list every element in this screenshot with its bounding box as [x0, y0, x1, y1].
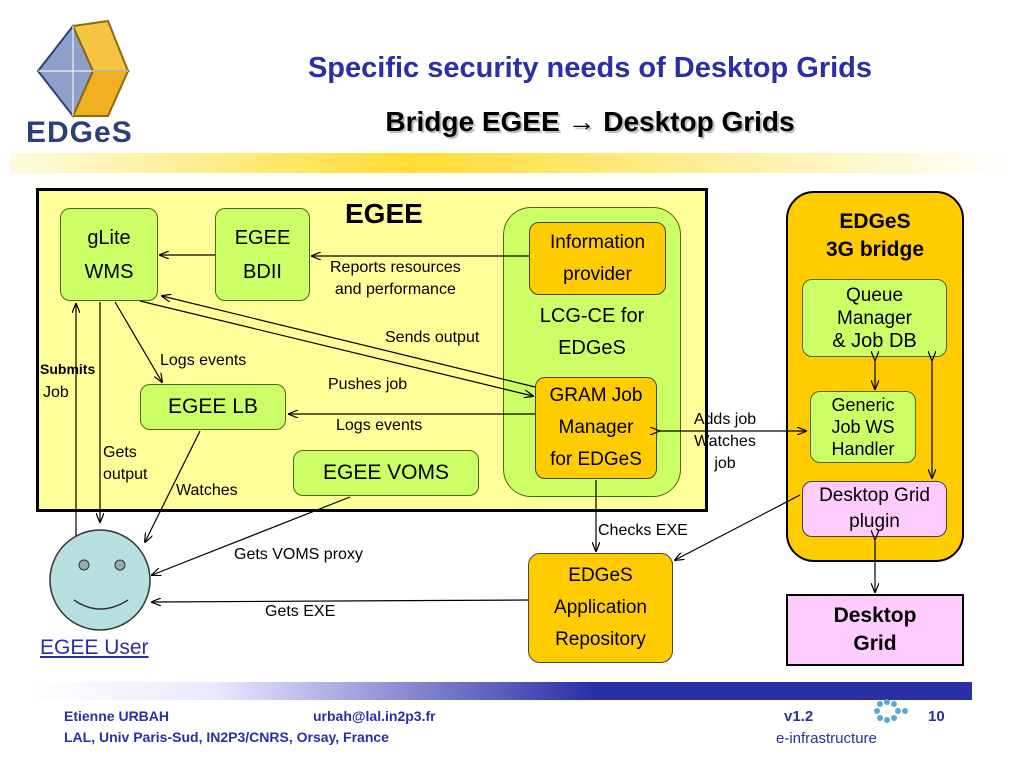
label-adds-job-3: job [714, 455, 736, 472]
label-adds-job: Adds job Watches job [682, 409, 768, 475]
label-gets-output-2: output [103, 466, 148, 483]
footer-einfrastructure: e-infrastructure [776, 730, 877, 747]
repo-label-3: Repository [555, 629, 646, 650]
arrow-lb-watches [145, 430, 201, 542]
label-sends-output: Sends output [385, 329, 480, 346]
egee-user-link[interactable]: EGEE User [40, 636, 149, 659]
generic-label-2: Job WS [831, 417, 895, 437]
header-rule [10, 153, 1010, 173]
label-reports-2: and performance [334, 281, 456, 298]
glite-wms-box: gLite WMS [60, 208, 158, 301]
voms-label: EGEE VOMS [322, 461, 450, 484]
arrow-gets-exe [152, 600, 529, 602]
footer-rule [28, 682, 972, 700]
arrow-voms-proxy [152, 496, 351, 575]
lcg-ce-label-2: EDGeS [558, 337, 626, 359]
information-provider-box: Information provider [529, 222, 666, 295]
gram-label-3: for EDGeS [550, 449, 642, 470]
subtitle-suffix: Desktop Grids [595, 106, 795, 137]
lb-label: EGEE LB [168, 395, 258, 418]
footer-version: v1.2 [784, 708, 814, 725]
gram-label-2: Manager [558, 417, 634, 438]
bridge-title-2: 3G bridge [825, 238, 925, 261]
logo-diamond-icon [36, 19, 130, 118]
egee-voms-box: EGEE VOMS [293, 450, 479, 496]
bridge-title-1: EDGeS [839, 210, 911, 233]
label-gets-output: Gets output [103, 442, 147, 486]
arrow-plugin-checks-exe [675, 494, 801, 560]
label-pushes-job: Pushes job [328, 376, 408, 393]
repo-label-2: Application [554, 597, 647, 618]
lcg-ce-label-1: LCG-CE for [539, 305, 645, 327]
arrow-wms-pushes-job [139, 300, 533, 396]
bdii-label-1: EGEE [234, 226, 291, 249]
label-adds-job-2: Watches [694, 433, 756, 450]
info-label-1: Information [549, 231, 646, 253]
info-label-2: provider [563, 263, 632, 285]
subtitle-prefix: Bridge EGEE [385, 106, 568, 137]
arrow-wms-logs-events [114, 301, 162, 382]
generic-label-1: Generic [831, 395, 895, 415]
generic-job-ws-handler-box: Generic Job WS Handler [810, 391, 916, 463]
bdii-label-2: BDII [243, 260, 282, 283]
queue-label-1: Queue [845, 284, 904, 306]
queue-label-3: & Job DB [832, 329, 917, 352]
gram-label-1: GRAM Job [549, 385, 643, 406]
desktop-grid-label-1: Desktop [833, 604, 917, 627]
label-reports-1: Reports resources [330, 259, 461, 276]
label-job: Job [43, 384, 69, 401]
label-watches: Watches [176, 482, 238, 499]
einfrastructure-dots-icon [874, 699, 908, 723]
egee-title: EGEE [345, 198, 423, 229]
label-checks-exe: Checks EXE [598, 522, 688, 539]
label-reports-resources: Reports resources and performance [330, 257, 461, 301]
label-gets-exe: Gets EXE [265, 603, 336, 620]
footer-author: Etienne URBAH [64, 708, 170, 724]
footer-email[interactable]: urbah@lal.in2p3.fr [313, 708, 436, 724]
logo-text: EDGeS [26, 116, 133, 149]
label-gets-voms-proxy: Gets VOMS proxy [234, 546, 363, 563]
desktop-grid-label-2: Grid [853, 632, 897, 655]
generic-label-3: Handler [831, 439, 895, 459]
footer-affiliation: LAL, Univ Paris-Sud, IN2P3/CNRS, Orsay, … [64, 729, 389, 745]
label-submits: Submits [40, 361, 96, 377]
plugin-label-1: Desktop Grid [819, 485, 930, 506]
glite-label-2: WMS [84, 260, 134, 283]
queue-label-2: Manager [837, 307, 912, 329]
edges-application-repository-box: EDGeS Application Repository [528, 553, 673, 663]
label-logs-events-1: Logs events [160, 352, 247, 369]
desktop-grid-box: Desktop Grid [786, 594, 964, 666]
desktop-grid-plugin-box: Desktop Grid plugin [802, 481, 947, 537]
slide-title: Specific security needs of Desktop Grids [307, 52, 873, 84]
edges-logo: EDGeS [18, 16, 148, 156]
slide-subtitle: Bridge EGEE → Desktop Grids [160, 106, 1020, 138]
gram-job-manager-box: GRAM Job Manager for EDGeS [535, 377, 657, 479]
egee-lb-box: EGEE LB [140, 384, 286, 430]
egee-bdii-box: EGEE BDII [215, 208, 310, 301]
user-smiley-icon [49, 529, 151, 631]
bridge-title: EDGeS 3G bridge [786, 208, 964, 264]
plugin-label-2: plugin [849, 511, 900, 532]
glite-label-1: gLite [87, 226, 131, 249]
footer-page-number: 10 [928, 708, 945, 725]
arrow-gram-sends-output [162, 296, 536, 388]
label-logs-events-2: Logs events [336, 417, 423, 434]
label-gets-output-1: Gets [103, 444, 137, 461]
repo-label-1: EDGeS [568, 565, 633, 586]
queue-manager-box: Queue Manager & Job DB [802, 279, 947, 357]
label-adds-job-1: Adds job [693, 411, 757, 428]
subtitle-arrow: → [567, 106, 596, 137]
